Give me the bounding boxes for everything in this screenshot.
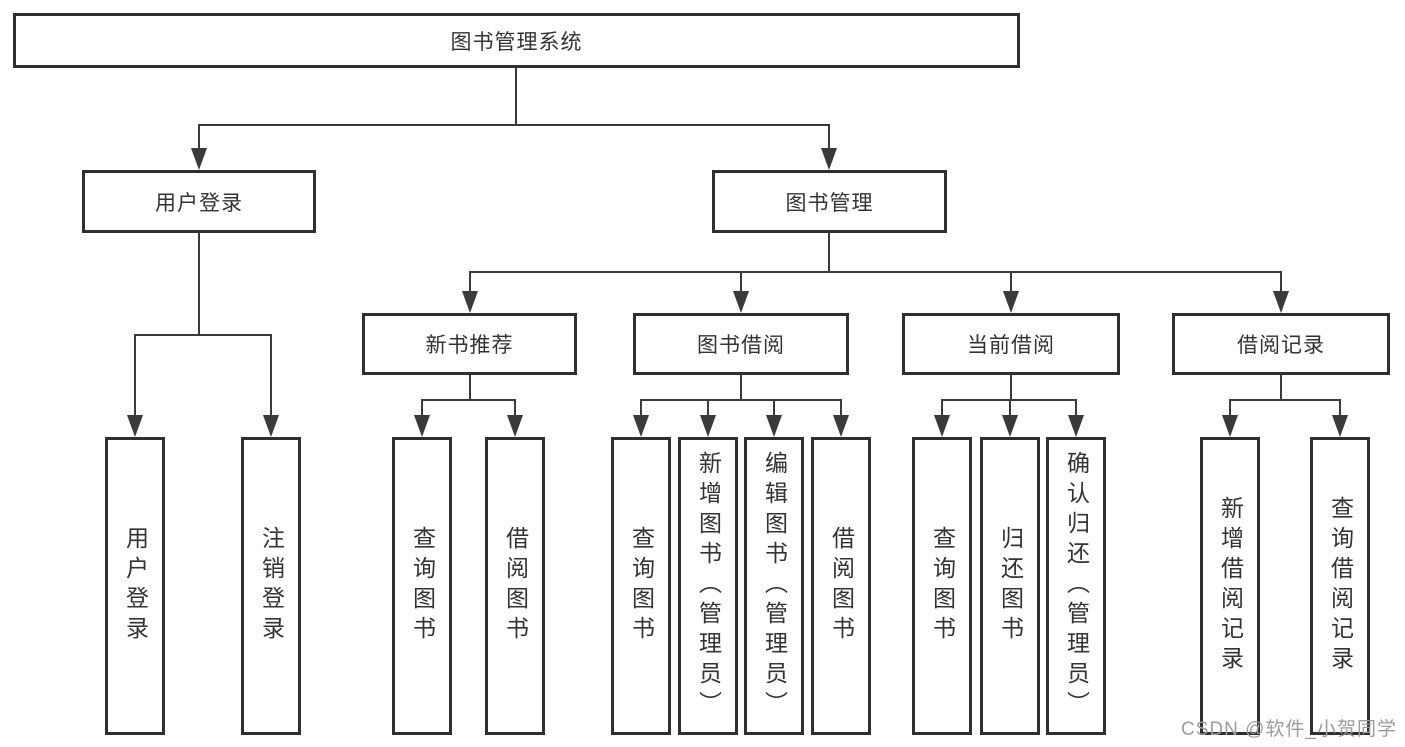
- leaf-return-books-label: 归还图书: [997, 526, 1024, 646]
- node-book-management-label: 图书管理: [785, 191, 874, 215]
- node-borrow-records-label: 借阅记录: [1237, 334, 1325, 357]
- leaf-user-login-label: 用户登录: [122, 526, 149, 646]
- leaf-confirm-return-admin-label: 确认归还（管理员）: [1063, 451, 1090, 721]
- node-book-borrow: 图书借阅: [633, 313, 849, 375]
- leaf-query-books-borrow: 查询图书: [611, 437, 671, 735]
- leaf-logout-label: 注销登录: [258, 526, 285, 646]
- node-current-borrow: 当前借阅: [902, 313, 1120, 375]
- node-user-login-label: 用户登录: [155, 191, 243, 215]
- watermark: CSDN @软件_小贺同学: [1181, 719, 1397, 740]
- leaf-borrow-books-recommend: 借阅图书: [485, 437, 545, 735]
- leaf-user-login: 用户登录: [105, 437, 165, 735]
- leaf-add-book-admin-label: 新增图书（管理员）: [695, 451, 722, 721]
- node-user-login: 用户登录: [82, 170, 316, 233]
- node-current-borrow-label: 当前借阅: [967, 334, 1055, 357]
- leaf-query-borrow-record: 查询借阅记录: [1310, 437, 1370, 735]
- leaf-borrow-books-recommend-label: 借阅图书: [502, 526, 529, 646]
- node-book-borrow-label: 图书借阅: [697, 334, 785, 357]
- leaf-borrow-books: 借阅图书: [811, 437, 871, 735]
- leaf-query-books-current-label: 查询图书: [929, 526, 956, 646]
- leaf-add-borrow-record-label: 新增借阅记录: [1217, 496, 1244, 676]
- leaf-query-books-current: 查询图书: [912, 437, 972, 735]
- leaf-borrow-books-label: 借阅图书: [828, 526, 855, 646]
- leaf-query-books-recommend: 查询图书: [392, 437, 452, 735]
- leaf-add-book-admin: 新增图书（管理员）: [678, 437, 738, 735]
- node-root-label: 图书管理系统: [450, 30, 583, 54]
- leaf-confirm-return-admin: 确认归还（管理员）: [1046, 437, 1106, 735]
- node-book-management: 图书管理: [712, 170, 947, 233]
- leaf-return-books: 归还图书: [980, 437, 1040, 735]
- node-root: 图书管理系统: [13, 13, 1020, 68]
- node-borrow-records: 借阅记录: [1172, 313, 1390, 375]
- leaf-query-books-borrow-label: 查询图书: [628, 526, 655, 646]
- leaf-add-borrow-record: 新增借阅记录: [1200, 437, 1260, 735]
- leaf-edit-book-admin: 编辑图书（管理员）: [744, 437, 804, 735]
- node-new-book-recommend: 新书推荐: [362, 313, 577, 375]
- leaf-logout: 注销登录: [241, 437, 301, 735]
- node-new-book-recommend-label: 新书推荐: [425, 334, 514, 357]
- leaf-query-books-recommend-label: 查询图书: [409, 526, 436, 646]
- leaf-edit-book-admin-label: 编辑图书（管理员）: [761, 451, 788, 721]
- leaf-query-borrow-record-label: 查询借阅记录: [1327, 496, 1354, 676]
